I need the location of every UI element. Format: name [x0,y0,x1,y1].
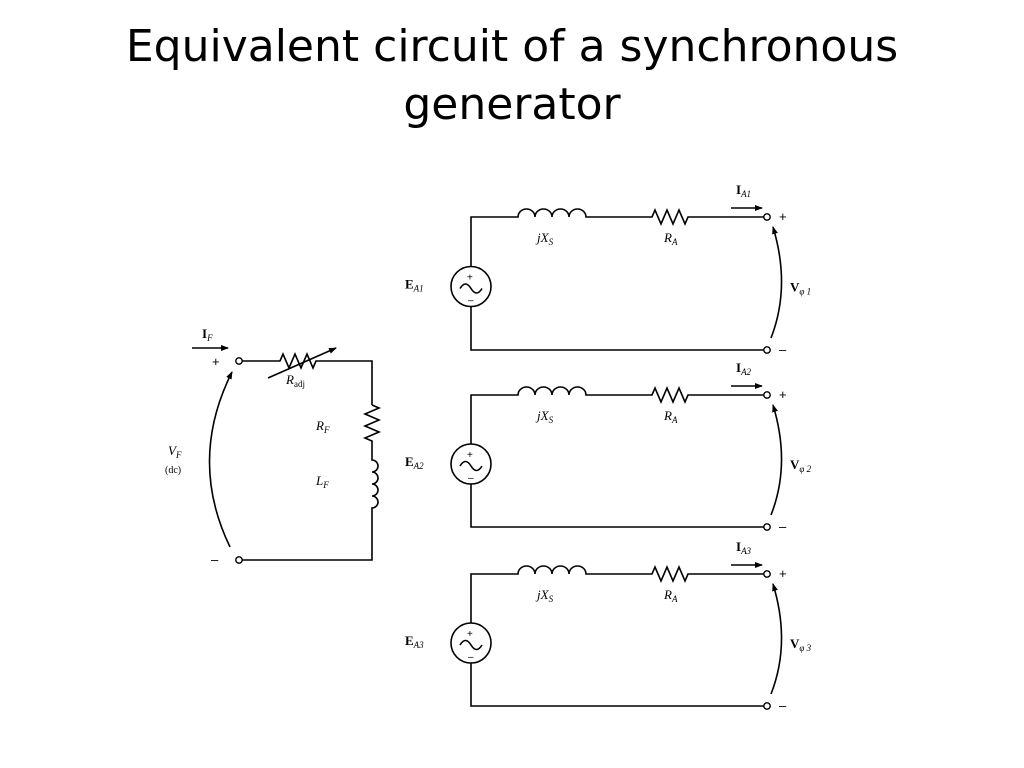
phase-3-current-label: IA3 [736,539,752,556]
phase-2-source-minus: – [468,473,474,484]
phase-2-terminal-negative [763,523,771,531]
phase-1-terminal-positive [763,213,771,221]
phase-circuit-3: + – EA3 jXS RA IA3 + – Vφ 3 [405,539,812,713]
phase-2-sine-icon [459,460,483,472]
phase-3-top-wire [470,564,764,623]
phase-1-current-label: IA1 [736,182,751,199]
phase-1-bottom-wire [470,306,764,351]
phase-1-terminal-negative [763,346,771,354]
phase-1-top-wire [470,207,764,267]
field-top-wire [242,351,373,405]
lf-label: LF [315,473,329,490]
field-plus-sign: + [212,354,220,369]
phase-1-voltage-arc [770,226,783,339]
field-resistor-rf [362,404,382,455]
phase-1-source-plus: + [467,273,473,284]
phase-1-source-minus: – [468,296,474,307]
phase-1-voltage-label: Vφ 1 [790,280,811,297]
phase-3-reactance-label: jXS [535,587,554,604]
field-terminal-positive [235,357,243,365]
phase-3-source-label: EA3 [405,633,424,650]
phase-1-resistance-label: RA [663,230,678,247]
phase-3-voltage-arc [770,583,783,695]
field-current-label: IF [202,326,213,343]
field-voltage-arc [208,371,233,548]
phase-2-ac-source [450,443,492,485]
phase-3-sine-icon [459,639,483,651]
phase-2-minus-sign: – [779,519,787,534]
field-current-arrow: IF [192,326,229,351]
slide-title-line-1: Equivalent circuit of a synchronous [125,21,899,72]
phase-1-source-label: EA1 [405,277,424,294]
phase-1-minus-sign: – [779,342,787,357]
phase-3-source-minus: – [468,652,474,663]
phase-1-ac-source [450,265,492,308]
phase-2-plus-sign: + [779,387,787,402]
field-voltage-note: (dc) [165,465,181,476]
phase-3-resistance-label: RA [663,587,678,604]
slide-title-line-2: generator [403,79,621,130]
phase-1-plus-sign: + [779,209,787,224]
phase-3-ac-source [450,622,492,664]
phase-2-terminal-positive [763,391,771,399]
phase-1-sine-icon [459,283,483,294]
phase-2-voltage-arc [770,404,783,516]
phase-3-minus-sign: – [779,698,787,713]
r-adj-label: Radj [285,372,305,389]
phase-3-terminal-negative [763,702,771,710]
field-terminal-negative [235,556,243,564]
field-circuit: IF + – Radj RF LF VF (dc) [165,326,382,567]
slide-title: Equivalent circuit of a synchronous gene… [0,18,1024,134]
field-voltage-label: VF [168,443,182,460]
phase-3-voltage-label: Vφ 3 [790,636,812,653]
phase-3-source-plus: + [467,629,473,640]
phase-1-reactance-label: jXS [535,230,554,247]
phase-circuit-1: + – EA1 jXS RA IA1 + – Vφ 1 [405,182,811,357]
phase-circuits: + – EA1 jXS RA IA1 + – Vφ 1 + – EA2 jXS RA IA2 + – Vφ 2 + –… [405,182,812,713]
phase-2-source-label: EA2 [405,454,424,471]
phase-3-bottom-wire [470,663,764,707]
phase-3-terminal-positive [763,570,771,578]
field-minus-sign: – [211,552,219,567]
phase-2-source-plus: + [467,450,473,461]
phase-3-plus-sign: + [779,566,787,581]
field-inductor-lf [242,455,379,561]
phase-2-reactance-label: jXS [535,408,554,425]
phase-2-bottom-wire [470,484,764,528]
phase-circuit-2: + – EA2 jXS RA IA2 + – Vφ 2 [405,360,812,534]
phase-2-voltage-label: Vφ 2 [790,457,812,474]
phase-2-top-wire [470,385,764,444]
phase-2-current-label: IA2 [736,360,752,377]
r-adj-variable-arrow [267,347,337,379]
phase-2-resistance-label: RA [663,408,678,425]
rf-label: RF [315,418,330,435]
